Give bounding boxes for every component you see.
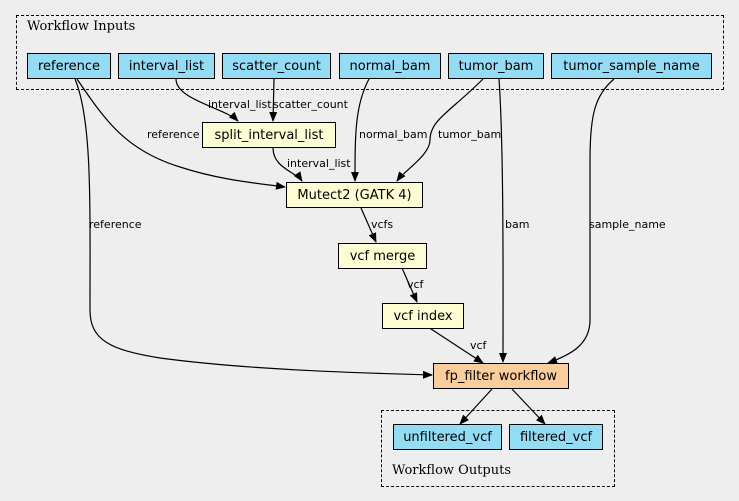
- edge-split-to-mutect: [272, 147, 303, 182]
- edge-label-bam: bam: [505, 218, 530, 231]
- workflow-outputs-cluster: [381, 410, 615, 487]
- edge-label-interval-list: interval_list: [208, 98, 272, 111]
- edge-label-merge-index: vcf: [407, 278, 424, 291]
- workflow-inputs-cluster: [16, 15, 724, 90]
- edge-label-vcfs: vcfs: [371, 218, 394, 231]
- node-tumor-bam[interactable]: tumor_bam: [448, 53, 544, 79]
- workflow-outputs-title: Workflow Outputs: [392, 463, 511, 478]
- edge-label-reference-fp: reference: [89, 218, 142, 231]
- edge-fp-to-unfiltered: [459, 388, 493, 425]
- node-scatter-count[interactable]: scatter_count: [222, 53, 331, 79]
- workflow-inputs-title: Workflow Inputs: [27, 19, 136, 34]
- node-reference[interactable]: reference: [27, 53, 111, 79]
- edge-label-normal-bam: normal_bam: [359, 128, 428, 141]
- edge-sample-name-to-fp: [547, 78, 615, 364]
- node-interval-list[interactable]: interval_list: [118, 53, 215, 79]
- edge-reference-to-mutect: [76, 78, 286, 190]
- edge-label-sample-name: sample_name: [589, 218, 666, 231]
- edge-label-index-fp: vcf: [470, 339, 487, 352]
- node-normal-bam[interactable]: normal_bam: [339, 53, 441, 79]
- node-vcf-merge[interactable]: vcf merge: [338, 243, 427, 269]
- edge-mutect-to-merge: [360, 207, 377, 243]
- edge-normal-bam-to-mutect: [351, 78, 370, 182]
- edge-interval-list-to-split: [175, 78, 239, 122]
- edge-tumor-bam-to-fp: [498, 78, 508, 363]
- edge-label-split-mutect: interval_list: [287, 157, 351, 170]
- node-vcf-index[interactable]: vcf index: [382, 303, 464, 329]
- edge-merge-to-index: [401, 267, 418, 303]
- node-tumor-sample-name[interactable]: tumor_sample_name: [551, 53, 712, 79]
- edge-fp-to-filtered: [511, 388, 546, 425]
- node-fp-filter-workflow[interactable]: fp_filter workflow: [433, 363, 569, 389]
- edge-scatter-count-to-split: [269, 78, 278, 122]
- node-mutect2[interactable]: Mutect2 (GATK 4): [286, 182, 423, 208]
- edge-label-scatter-count: scatter_count: [273, 98, 348, 111]
- edge-index-to-fp: [427, 326, 484, 364]
- node-unfiltered-vcf[interactable]: unfiltered_vcf: [393, 424, 502, 450]
- node-filtered-vcf[interactable]: filtered_vcf: [509, 424, 603, 450]
- edge-label-reference-mutect: reference: [147, 128, 200, 141]
- edge-reference-to-fp: [74, 78, 433, 379]
- node-split-interval-list[interactable]: split_interval_list: [202, 122, 336, 148]
- edge-tumor-bam-to-mutect: [396, 78, 484, 182]
- edge-label-tumor-bam: tumor_bam: [438, 128, 502, 141]
